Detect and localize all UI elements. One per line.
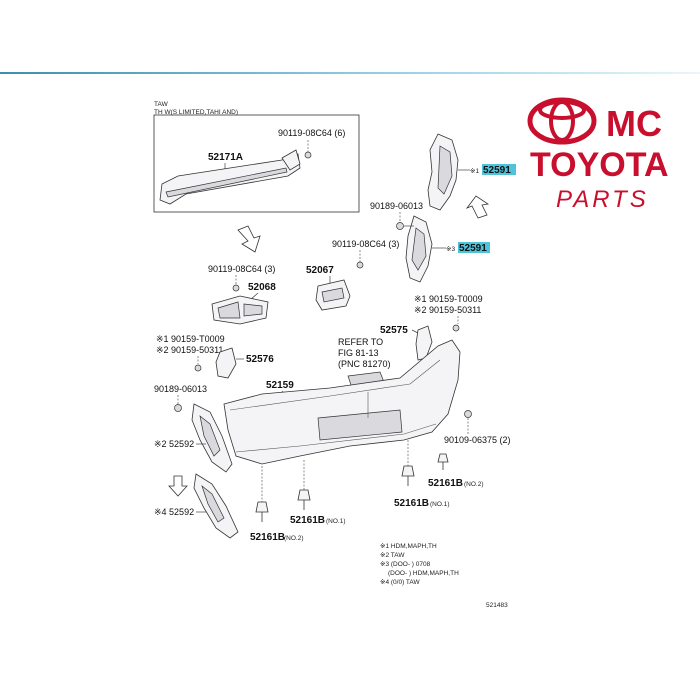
highlight: [482, 164, 516, 175]
label-90159-t0009-l: ※1 90159-T0009: [156, 334, 225, 344]
refer-line-1: REFER TO: [338, 337, 383, 347]
direction-arrow-icon: [168, 475, 188, 497]
label-52068: 52068: [248, 282, 276, 293]
side-bracket-52592-lower: [193, 473, 239, 539]
label-52575: 52575: [380, 325, 408, 336]
label-52592-b: ※4 52592: [154, 507, 194, 517]
rear-bumper-cover-52159: [223, 339, 461, 465]
note-1: ※1 HDM,MAPH,TH: [380, 543, 437, 550]
bracket-52067: [315, 279, 351, 311]
refer-line-2: FIG 81-13: [338, 348, 379, 358]
bracket-52068: [211, 295, 269, 325]
label-52171a: 52171A: [208, 152, 243, 163]
inset-header-1: TAW: [154, 101, 169, 108]
nut-icon: [174, 404, 182, 412]
label-52161b-no1-c: 52161B: [290, 515, 325, 526]
bolt-icon: [304, 151, 312, 159]
header-divider-line: [0, 72, 700, 74]
direction-arrow-icon: [237, 225, 261, 253]
label-52161b-no1-r: 52161B: [394, 498, 429, 509]
note-3b: (DOO- ) HDM,MAPH,TH: [388, 570, 459, 577]
bolt-icon: [356, 261, 364, 269]
highlight: [458, 242, 490, 253]
label-52159: 52159: [266, 380, 294, 391]
label-90119-08c64-3-a: 90119-08C64 (3): [208, 264, 275, 274]
label-52576: 52576: [246, 354, 274, 365]
side-bracket-52592-upper: [191, 403, 233, 473]
inset-header-2: TH W(S LIMITED,TAHI AND): [154, 109, 238, 116]
brand-parts: PARTS: [556, 186, 649, 213]
refer-line-3: (PNC 81270): [338, 359, 391, 369]
suffix-52161b-no1-c: (NO.1): [326, 518, 346, 525]
label-52591-top: 52591: [483, 165, 511, 176]
label-90189-06013-left: 90189-06013: [154, 384, 207, 394]
nut-icon: [396, 222, 404, 230]
note-4: ※4 (0/0) TAW: [380, 579, 421, 586]
note-3a: ※3 (DOO- ) 0708: [380, 561, 431, 568]
label-90109-06375: 90109-06375 (2): [444, 435, 511, 445]
prefix-52591-mid: ※3: [446, 246, 455, 253]
clip-icon: [297, 489, 311, 510]
label-90159-50311-r: ※2 90159-50311: [414, 305, 481, 315]
screw-icon: [194, 364, 202, 372]
bolt-icon: [232, 284, 240, 292]
label-52161b-no2-r: 52161B: [428, 478, 463, 489]
figure-code: 521483: [486, 602, 508, 609]
label-52592-a: ※2 52592: [154, 439, 194, 449]
direction-arrow-icon: [465, 195, 490, 219]
side-bracket-52591-lower: [405, 215, 433, 283]
clip-icon: [437, 453, 449, 470]
prefix-52591-top: ※1: [470, 168, 479, 175]
suffix-52161b-no2-l: (NO.2): [284, 535, 304, 542]
screw-icon: [452, 324, 460, 332]
suffix-52161b-no2-r: (NO.2): [464, 481, 484, 488]
label-90119-08c64-3-b: 90119-08C64 (3): [332, 239, 399, 249]
label-90119-08c64-6: 90119-08C64 (6): [278, 128, 345, 138]
suffix-52161b-no1-r: (NO.1): [430, 501, 450, 508]
clip-icon: [255, 501, 269, 522]
inset-box: [153, 114, 360, 213]
clip-icon: [401, 465, 415, 486]
label-52067: 52067: [306, 265, 334, 276]
screw-icon: [464, 410, 472, 418]
side-bracket-52591-upper: [427, 133, 459, 211]
label-52161b-no2-l: 52161B: [250, 532, 285, 543]
label-90189-06013-top: 90189-06013: [370, 201, 423, 211]
label-52591-mid: 52591: [459, 243, 487, 254]
brand-toyota: TOYOTA: [530, 146, 669, 184]
brand-mc: MC: [606, 103, 662, 144]
toyota-logo-icon: [527, 97, 597, 145]
label-90159-50311-l: ※2 90159-50311: [156, 345, 223, 355]
reinforcement-bar-52171a: [159, 149, 301, 205]
retainer-52576: [215, 347, 237, 379]
note-2: ※2 TAW: [380, 552, 405, 559]
label-90159-t0009-r: ※1 90159-T0009: [414, 294, 483, 304]
